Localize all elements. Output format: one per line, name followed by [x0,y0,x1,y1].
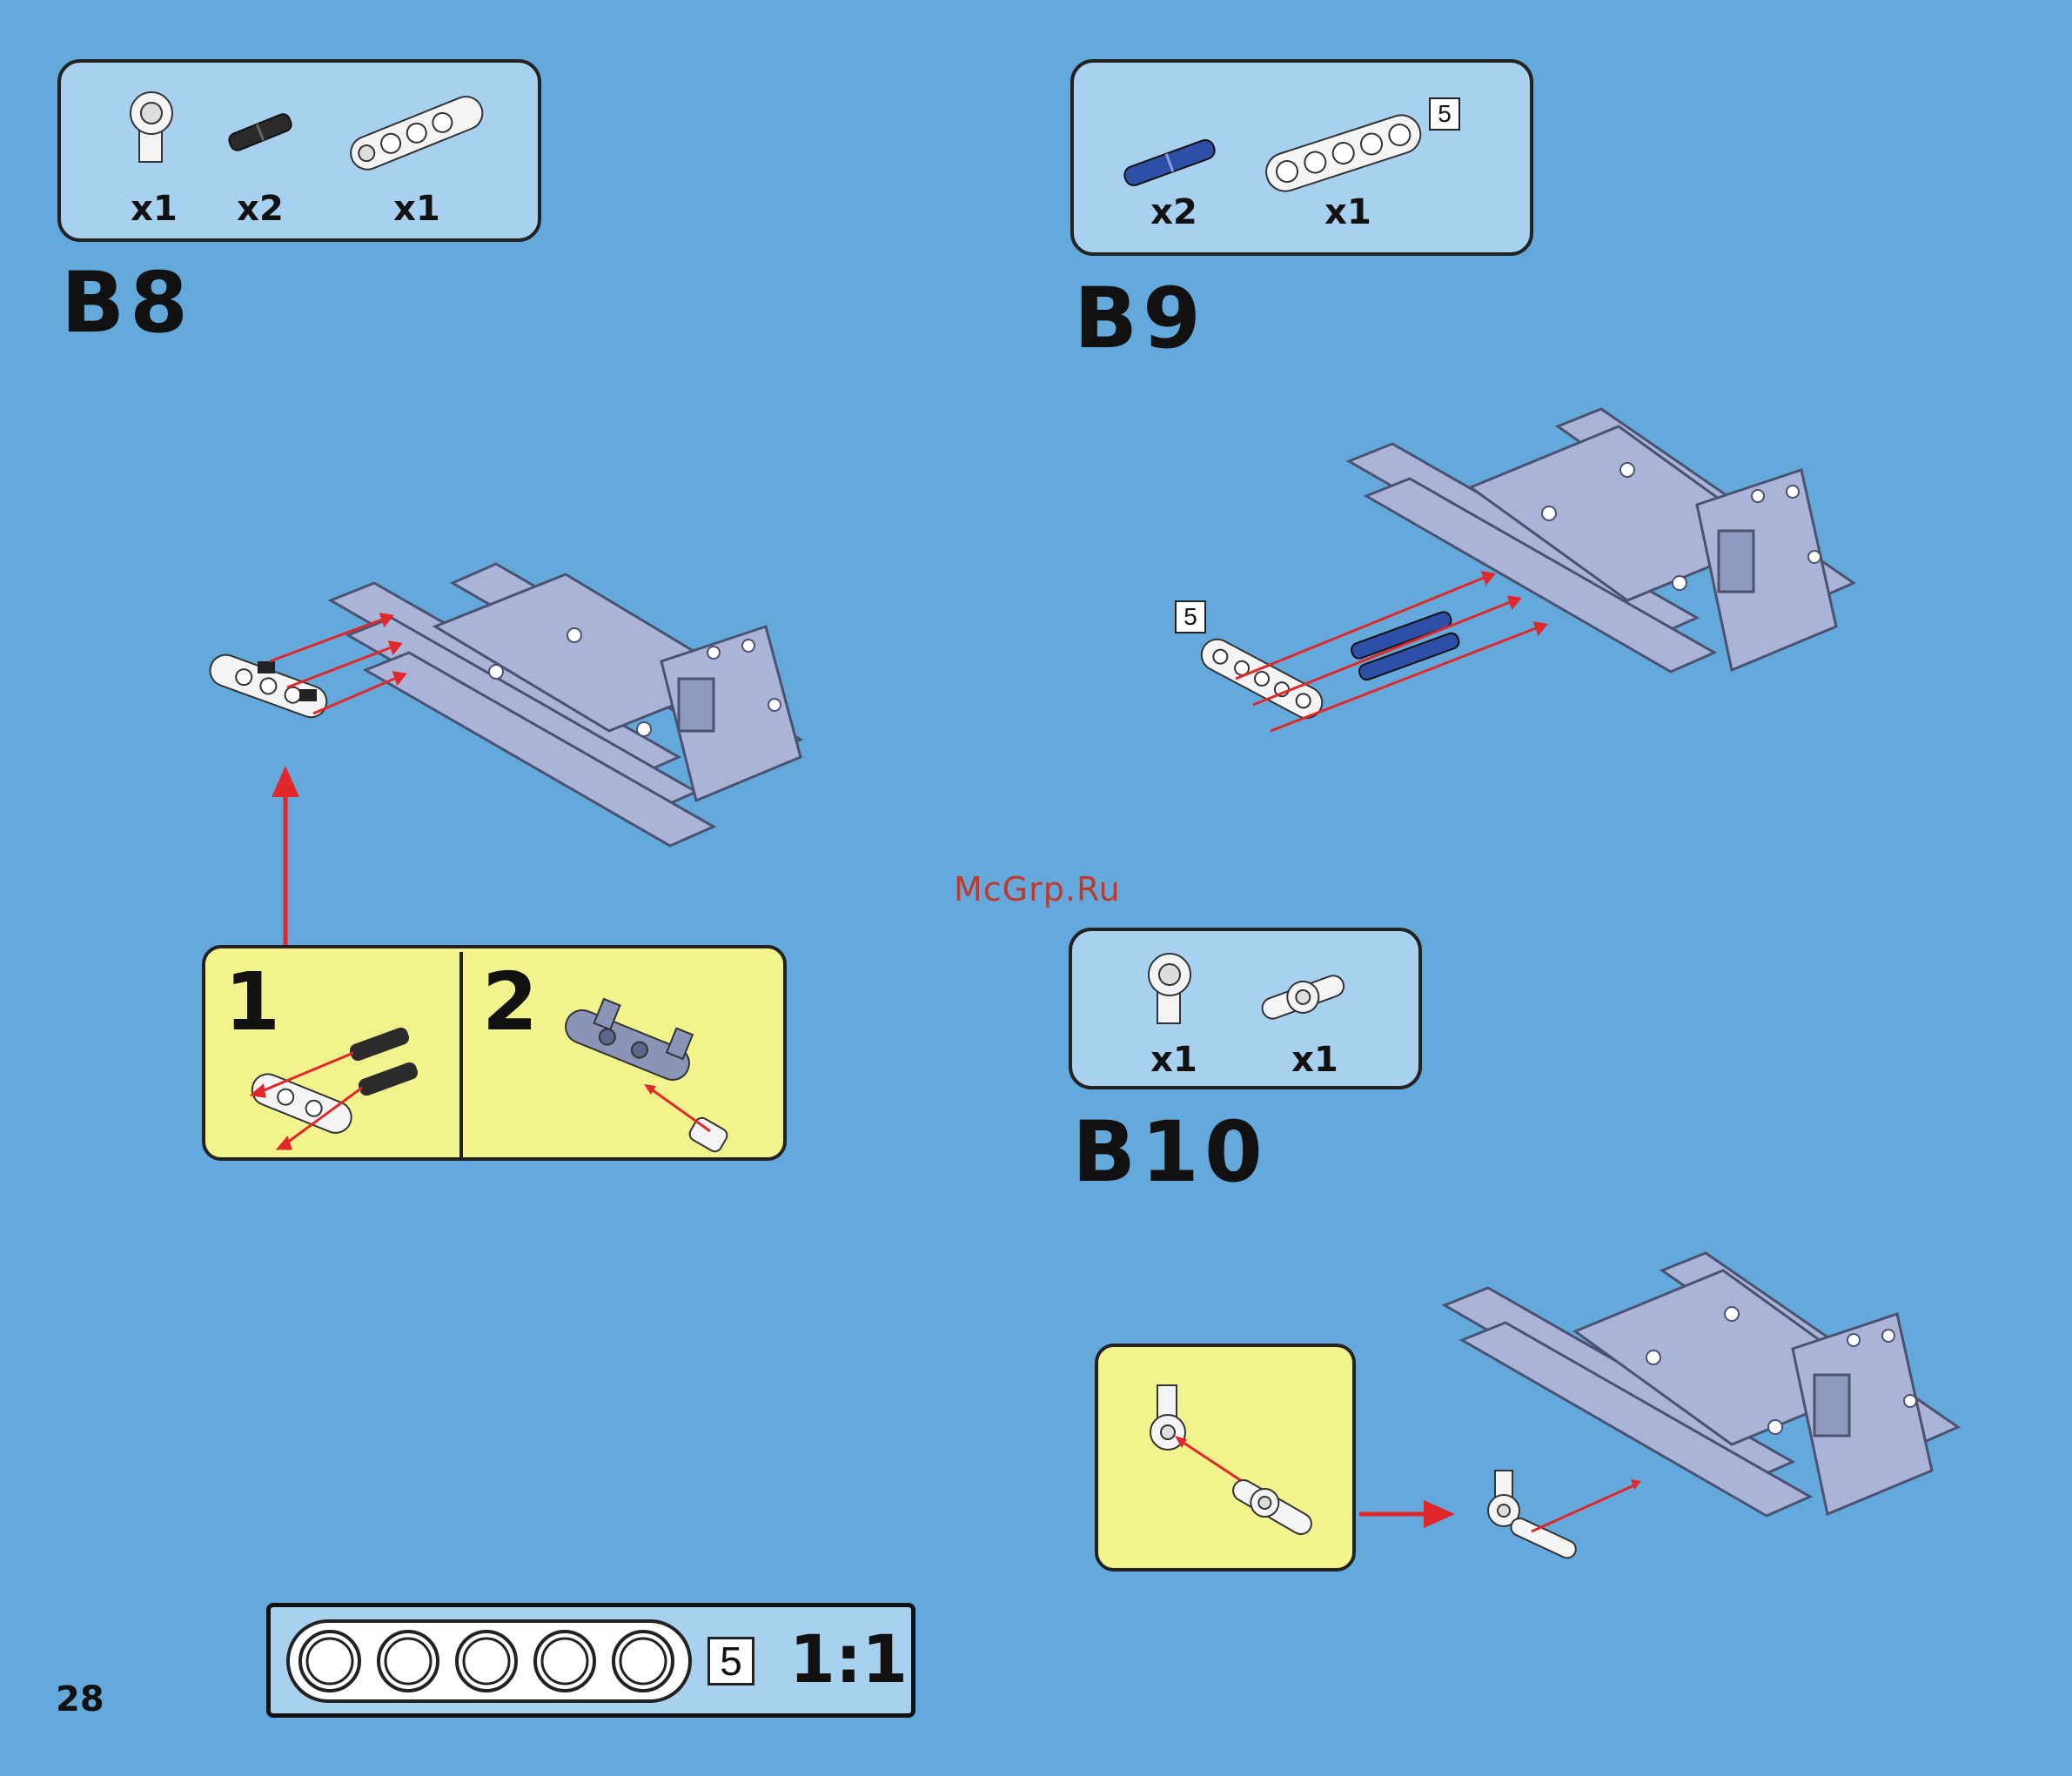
angle-connector-icon [124,87,179,165]
b8-part-2-qty: x2 [230,191,291,226]
beam-ruler: 5 1:1 [266,1603,915,1718]
b10-part-2-qty: x1 [1284,1042,1345,1077]
b8-parts-box: x1 x2 x1 [57,59,541,242]
pin-connector-icon [1255,966,1351,1027]
black-pin-icon [223,113,298,151]
b10-part-1-qty: x1 [1143,1042,1204,1077]
b8-step-label: B8 [61,261,193,345]
page-number: 28 [56,1679,104,1719]
substep-1-illustration [231,1027,440,1157]
b10-attachment-illustration [1471,1453,1645,1566]
angle-connector-icon [1142,948,1197,1027]
b9-parts-box: 5 x2 x1 [1070,59,1533,256]
b10-step-label: B10 [1072,1110,1268,1194]
blue-pin-icon [1117,132,1222,193]
beam-icon [338,92,494,171]
beam-5-icon [1257,106,1431,202]
b9-part-2-qty: x1 [1318,195,1378,230]
ruler-beam-icon [285,1618,694,1705]
b9-beam-length-tag: 5 [1429,97,1460,131]
ruler-length-tag: 5 [707,1637,754,1686]
b8-insert-arrows [261,609,409,722]
b8-part-3-qty: x1 [386,191,447,226]
b8-substep-2-number: 2 [482,962,538,1042]
substep-2-illustration [536,983,771,1157]
b8-up-arrow [268,766,303,957]
b10-parts-box: x1 x1 [1069,928,1422,1089]
b8-subassembly-box: 1 2 [202,945,787,1161]
b8-part-1-qty: x1 [124,191,184,226]
b10-subassembly-box [1095,1344,1356,1572]
ruler-scale-label: 1:1 [789,1626,908,1692]
b9-part-1-qty: x2 [1143,195,1204,230]
b9-step-label: B9 [1074,277,1206,360]
b9-insert-arrows [1227,566,1558,740]
watermark: McGrp.Ru [954,870,1121,908]
b10-subassembly-illustration [1133,1368,1324,1551]
substep-divider [459,952,463,1157]
